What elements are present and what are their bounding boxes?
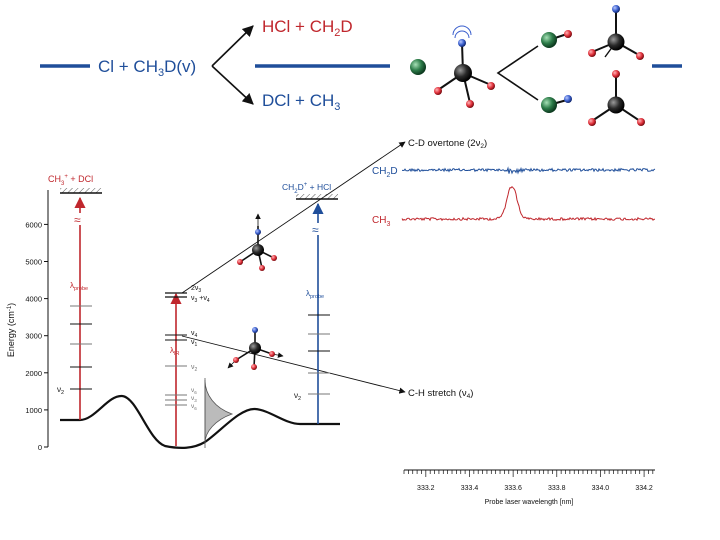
energy-ticks: 0 1000 2000 3000 4000 5000 6000: [25, 220, 48, 452]
level-v6-label: ν6: [191, 387, 197, 395]
branch-arrow-top: [211, 25, 254, 67]
left-v2-label: ν2: [57, 385, 64, 396]
energy-tick-label: 1000: [25, 406, 42, 415]
level-v4-label: ν4: [191, 330, 198, 339]
energy-axis-label: Energy (cm-1): [6, 303, 16, 357]
energy-tick-label: 3000: [25, 332, 42, 341]
potential-energy-curve: [60, 394, 340, 449]
energy-tick-label: 4000: [25, 295, 42, 304]
spectrum-panel: C-D overtone (2ν2) C-H stretch (ν4) CH2D…: [372, 138, 656, 506]
trace-ch2d: [402, 166, 656, 175]
middle-ladder: λIR 2ν3 ν3 +ν4 ν4 ν1 ν2 ν6 ν3 ν6: [165, 285, 210, 446]
ch-stretch-annotation: C-H stretch (ν4): [408, 388, 473, 400]
ch-stretch-molecule: [227, 327, 284, 370]
left-threshold-hatch: [60, 188, 102, 193]
spectrum-xaxis-label: Probe laser wavelength [nm]: [485, 499, 574, 506]
wavefunction-shading: [204, 379, 234, 444]
left-ladder: CH3+ + DCl ≈ λprobe ν2: [48, 174, 102, 420]
right-v2-label: ν2: [294, 391, 301, 402]
left-probe-label: λprobe: [70, 281, 88, 292]
trace-ch3-label: CH3: [372, 215, 390, 228]
middle-vibrational-levels: [165, 292, 187, 406]
energy-axis: 0 1000 2000 3000 4000 5000 6000 Energy (cm-1): [6, 190, 49, 452]
trace-ch2d-label: CH2D: [372, 166, 398, 179]
level-v2-label: ν2: [191, 364, 198, 373]
cd-overtone-molecule: [237, 213, 277, 271]
right-threshold-label: CH2D+ + HCl: [282, 182, 331, 195]
right-probe-label: λprobe: [306, 289, 324, 300]
right-ladder: CH2D+ + HCl ≈ λprobe ν2: [282, 182, 338, 424]
right-vibrational-levels: [308, 314, 330, 395]
level-v3-label: ν3: [191, 395, 197, 403]
energy-tick-label: 6000: [25, 220, 42, 229]
spectrum-xtick-label: 333.6: [504, 485, 522, 492]
level-2v3-label: 2ν3: [191, 285, 201, 294]
stretch-pointer-arrow: [181, 335, 406, 394]
reactants-label: Cl + CH3D(v): [98, 57, 196, 79]
molecule-branch-arrows: [496, 45, 539, 101]
level-v3v4-label: ν3 +ν4: [191, 295, 210, 304]
energy-tick-label: 2000: [25, 369, 42, 378]
spectrum-xtick-label: 334.0: [592, 485, 610, 492]
spectrum-xtick-labels: 333.2 333.4 333.6 333.8 334.0 334.2: [417, 485, 653, 492]
right-break-mark: ≈: [312, 223, 319, 237]
product-bottom-label: DCl + CH3: [262, 91, 340, 113]
left-threshold-label: CH3+ + DCl: [48, 174, 93, 187]
level-v6b-label: ν6: [191, 403, 197, 411]
level-v1-label: ν1: [191, 339, 198, 348]
cd-overtone-annotation: C-D overtone (2ν2): [408, 138, 487, 150]
spectrum-xtick-label: 334.2: [635, 485, 653, 492]
spectrum-xtick-label: 333.4: [461, 485, 479, 492]
energy-tick-label: 0: [38, 443, 42, 452]
product-top-molecules: [541, 5, 644, 60]
product-top-label: HCl + CH2D: [262, 17, 353, 39]
reaction-scheme: Cl + CH3D(v) HCl + CH2D DCl + CH3: [40, 5, 682, 126]
spectrum-xtick-label: 333.2: [417, 485, 435, 492]
overtone-pointer-arrow: [181, 141, 406, 294]
right-threshold-hatch: [296, 194, 338, 199]
left-vibrational-levels: [70, 305, 92, 390]
ir-label: λIR: [170, 346, 180, 357]
spectrum-xtick-label: 333.8: [548, 485, 566, 492]
left-break-mark: ≈: [74, 213, 81, 227]
product-bottom-molecules: [541, 70, 645, 126]
spectrum-minor-ticks: [403, 470, 654, 477]
trace-ch3: [401, 185, 655, 222]
reactant-complex-molecule: [410, 25, 495, 108]
branch-arrow-bottom: [211, 65, 254, 105]
energy-tick-label: 5000: [25, 258, 42, 267]
